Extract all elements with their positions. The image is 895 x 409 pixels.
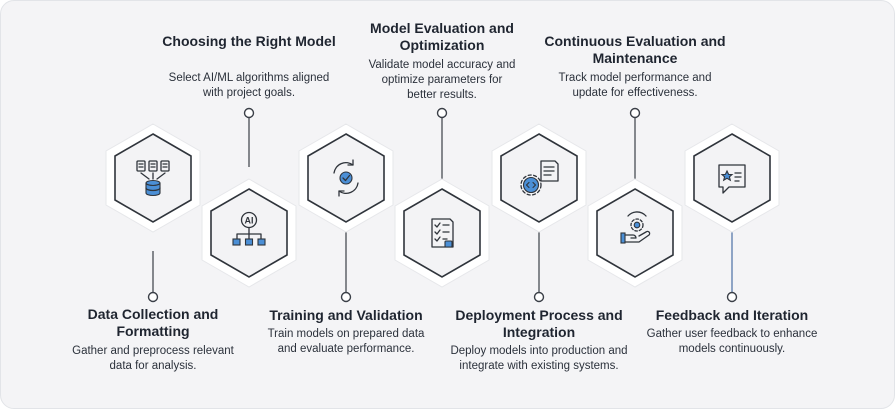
ai-badge-text: AI [245, 216, 254, 226]
connector-dot-1 [147, 291, 159, 303]
step-6-title: Continuous Evaluation and Maintenance [544, 33, 726, 66]
checklist-icon [431, 218, 454, 248]
step-4-description: Validate model accuracy and optimize par… [368, 59, 516, 101]
step-1-title: Data Collection and Formatting [87, 306, 219, 339]
step-6-description: Track model performance and update for e… [558, 72, 712, 99]
step-5-title: Deployment Process and Integration [455, 307, 623, 340]
step-2-description: Select AI/ML algorithms aligned with pro… [168, 72, 330, 99]
connector-dot-4 [436, 107, 448, 119]
step-5-description: Deploy models into production and integr… [450, 345, 628, 372]
step-7-title: Feedback and Iteration [655, 307, 809, 323]
hexagon-6 [587, 178, 683, 288]
connector-dot-5 [533, 291, 545, 303]
step-1-description: Gather and preprocess relevant data for … [72, 345, 234, 372]
hand-gear-icon [620, 211, 651, 244]
step-7-description: Gather user feedback to enhance models c… [646, 328, 818, 355]
feedback-chat-icon [718, 164, 746, 194]
ai-network-icon: AI [232, 211, 266, 246]
step-4-title: Model Evaluation and Optimization [370, 20, 514, 53]
connector-dot-2 [243, 107, 255, 119]
step-3-description: Train models on prepared data and evalua… [267, 328, 425, 355]
hexagon-4 [394, 178, 490, 288]
hexagon-7 [684, 123, 780, 233]
refresh-check-icon [333, 159, 359, 197]
code-gear-document-icon [520, 160, 559, 196]
connector-dot-7 [726, 291, 738, 303]
step-3-title: Training and Validation [269, 307, 423, 323]
data-collection-icon [136, 160, 170, 197]
connector-dot-6 [629, 107, 641, 119]
connector-dot-3 [340, 291, 352, 303]
step-2-title: Choosing the Right Model [162, 33, 336, 49]
